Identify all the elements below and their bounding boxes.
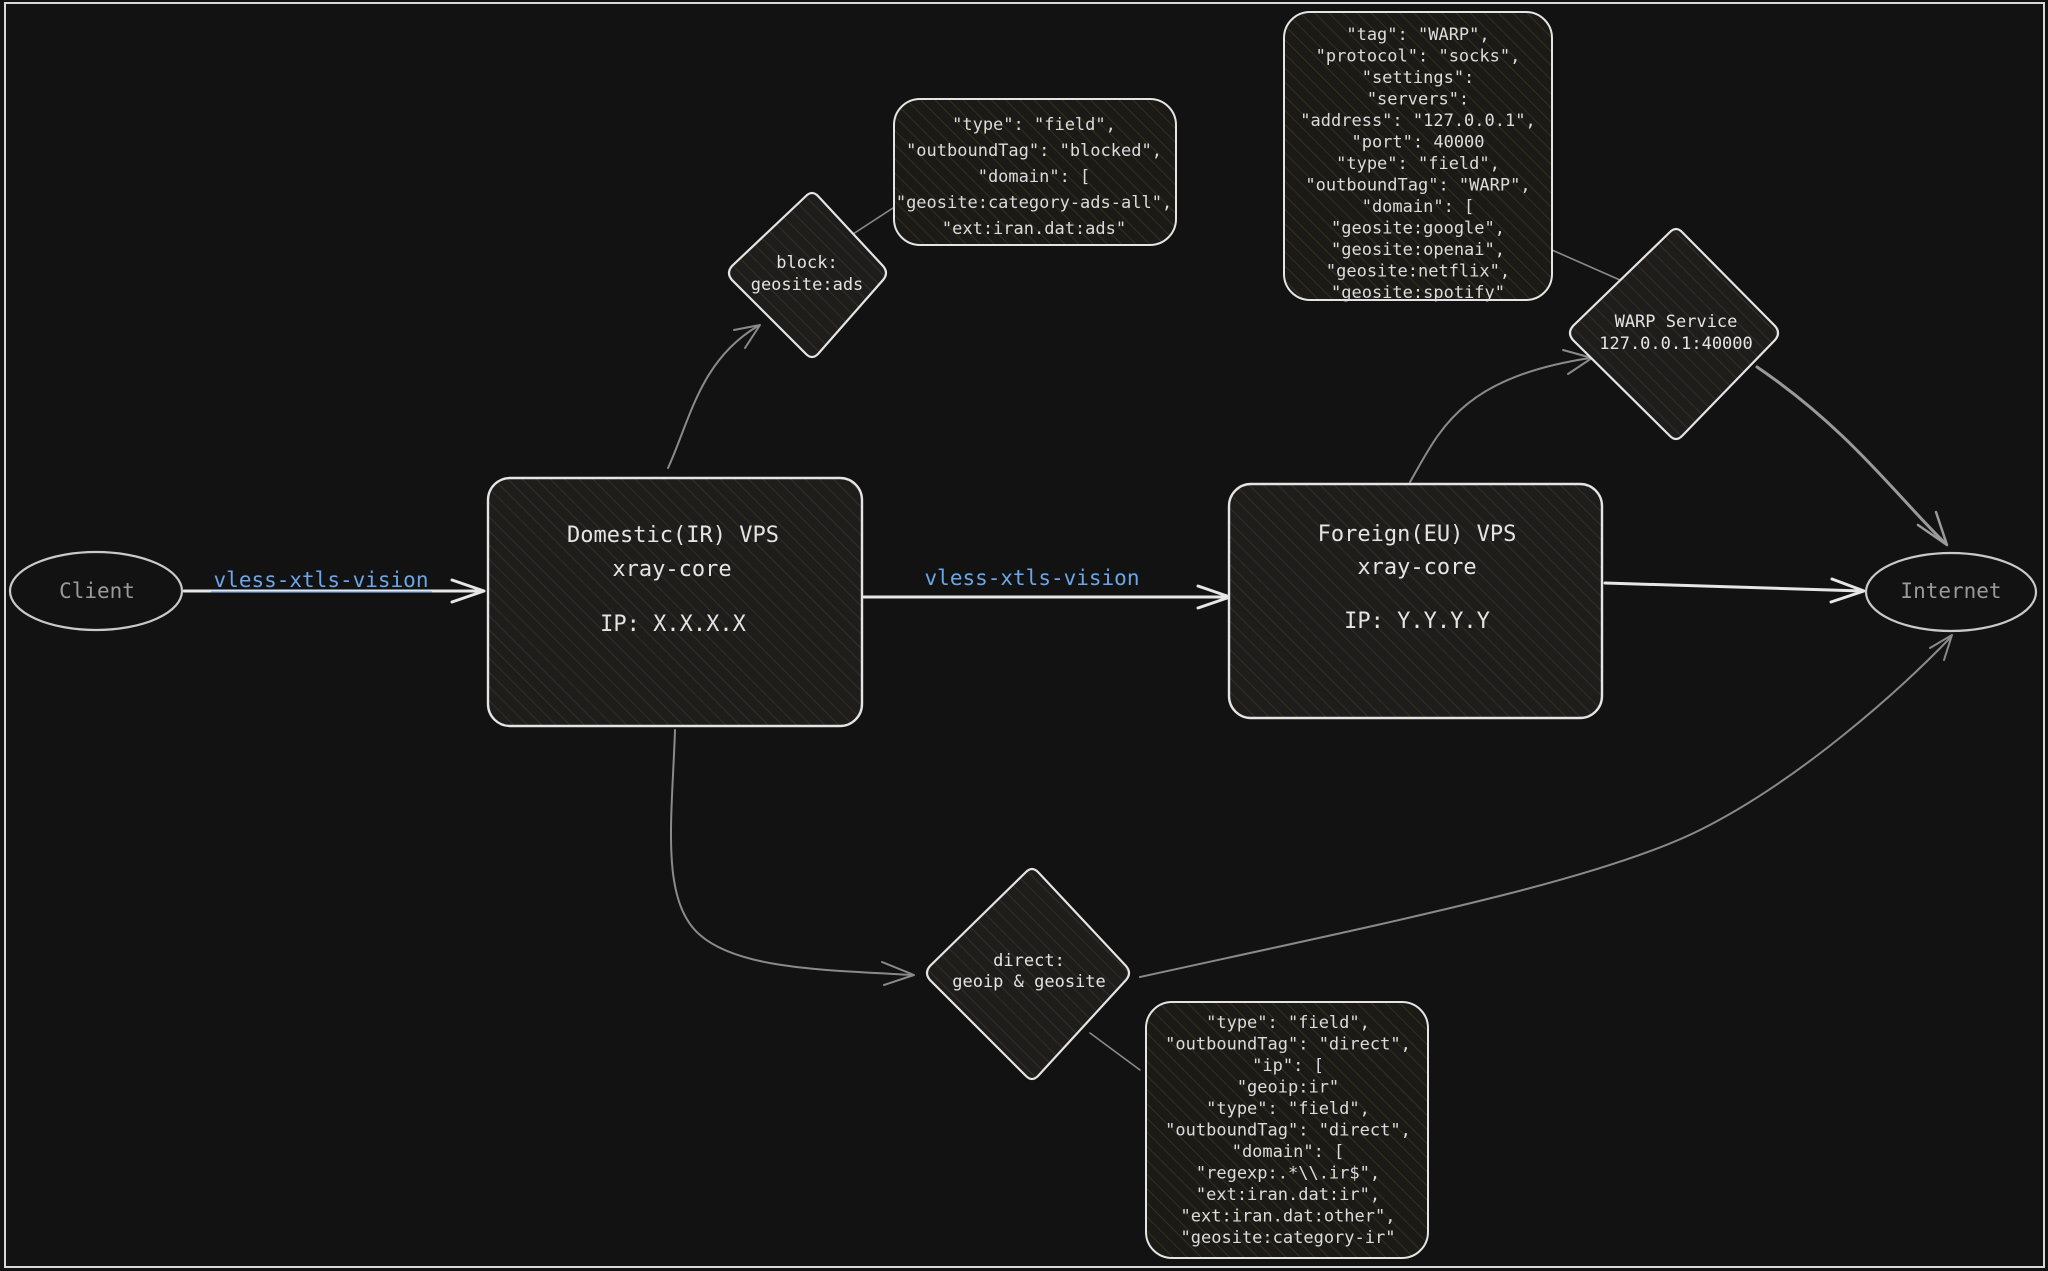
direct-rule-line: "ext:iran.dat:ir", [1196, 1185, 1380, 1205]
direct-rule-line: "outboundTag": "direct", [1165, 1121, 1411, 1141]
block-rule-line: "domain": [ [978, 167, 1091, 187]
warp-rule-line: "address": "127.0.0.1", [1300, 111, 1535, 131]
block-rule-lines: "type": "field", "outboundTag": "blocked"… [896, 115, 1172, 239]
warp-rule-line: "servers": [1367, 90, 1469, 110]
canvas-frame [4, 2, 2045, 1268]
direct-line2: geoip & geosite [952, 972, 1106, 992]
warp-rule-line: "protocol": "socks", [1316, 47, 1521, 67]
domestic-vps-node[interactable]: Domestic(IR) VPS xray-core IP: X.X.X.X [486, 476, 864, 728]
edge-direct-internet [1139, 637, 1951, 978]
arrowhead-domestic-direct [881, 961, 915, 986]
direct-rule-line: "domain": [ [1232, 1142, 1345, 1162]
direct-node[interactable]: direct: geoip & geosite [925, 867, 1131, 1081]
warp-node[interactable]: WARP Service 127.0.0.1:40000 [1568, 227, 1780, 441]
direct-rule-line: "ip": [ [1252, 1056, 1324, 1076]
edge-domestic-direct [669, 729, 913, 976]
client-label: Client [59, 579, 135, 603]
block-rule-line: "geosite:category-ads-all", [896, 193, 1172, 213]
foreign-ip: IP: Y.Y.Y.Y [1344, 609, 1490, 634]
arrowhead-warp-internet [1916, 510, 1949, 547]
edge-warp-note [1551, 249, 1621, 281]
client-node[interactable]: Client [8, 550, 184, 632]
warp-rule-note: "tag": "WARP","protocol": "socks","setti… [1283, 11, 1553, 303]
block-line2: geosite:ads [751, 275, 864, 295]
direct-rule-lines: "type": "field","outboundTag": "direct",… [1165, 1013, 1411, 1248]
domestic-subtitle: xray-core [612, 557, 731, 582]
arrowhead-direct-internet [1929, 634, 1953, 661]
warp-rule-line: "geosite:netflix", [1326, 262, 1510, 282]
foreign-title: Foreign(EU) VPS [1318, 522, 1517, 547]
block-line1: block: [776, 253, 837, 273]
warp-line2: 127.0.0.1:40000 [1599, 334, 1753, 354]
warp-rule-line: "port": 40000 [1351, 133, 1484, 153]
edge-block-note [849, 207, 894, 237]
edge-foreign-internet [1603, 581, 1864, 593]
warp-rule-line: "type": "field", [1336, 154, 1500, 174]
foreign-vps-node[interactable]: Foreign(EU) VPS xray-core IP: Y.Y.Y.Y [1227, 482, 1604, 720]
arrowhead-client-domestic [450, 578, 486, 604]
warp-rule-line: "geosite:google", [1331, 219, 1505, 239]
warp-rule-line: "outboundTag": "WARP", [1305, 176, 1530, 196]
warp-rule-line: "domain": [ [1362, 197, 1475, 217]
arrowhead-domestic-block [733, 324, 761, 349]
warp-rule-line: "settings": [1362, 68, 1475, 88]
foreign-subtitle: xray-core [1357, 555, 1476, 580]
domestic-title: Domestic(IR) VPS [567, 523, 779, 548]
direct-rule-line: "regexp:.*\\.ir$", [1196, 1164, 1380, 1184]
warp-rule-lines: "tag": "WARP","protocol": "socks","setti… [1300, 25, 1535, 303]
link-label-domestic-foreign: vless-xtls-vision [925, 566, 1140, 590]
edge-warp-internet [1755, 365, 1947, 545]
direct-rule-note: "type": "field","outboundTag": "direct",… [1145, 1001, 1429, 1259]
edge-direct-note [1089, 1032, 1141, 1071]
block-rule-line: "ext:iran.dat:ads" [942, 219, 1126, 239]
direct-rule-line: "geosite:category-ir" [1181, 1228, 1396, 1248]
link-label-client-domestic: vless-xtls-vision [214, 568, 429, 592]
internet-node[interactable]: Internet [1864, 551, 2038, 633]
warp-rule-line: "geosite:openai", [1331, 240, 1505, 260]
warp-rule-line: "tag": "WARP", [1346, 25, 1489, 45]
direct-rule-line: "outboundTag": "direct", [1165, 1035, 1411, 1055]
direct-rule-line: "type": "field", [1206, 1013, 1370, 1033]
block-rule-note: "type": "field", "outboundTag": "blocked"… [893, 98, 1177, 246]
direct-line1: direct: [993, 951, 1065, 971]
block-rule-line: "outboundTag": "blocked", [906, 141, 1162, 161]
internet-label: Internet [1900, 579, 2001, 603]
block-node[interactable]: block: geosite:ads [727, 191, 888, 359]
warp-line1: WARP Service [1615, 312, 1738, 332]
direct-rule-line: "geoip:ir" [1237, 1078, 1339, 1098]
domestic-ip: IP: X.X.X.X [600, 612, 746, 637]
direct-rule-line: "type": "field", [1206, 1099, 1370, 1119]
block-rule-line: "type": "field", [952, 115, 1116, 135]
arrowhead-foreign-internet [1829, 577, 1866, 604]
edge-domestic-block [667, 325, 759, 469]
direct-rule-line: "ext:iran.dat:other", [1181, 1207, 1396, 1227]
warp-rule-line: "geosite:spotify" [1331, 283, 1505, 303]
edge-foreign-warp [1409, 357, 1591, 483]
